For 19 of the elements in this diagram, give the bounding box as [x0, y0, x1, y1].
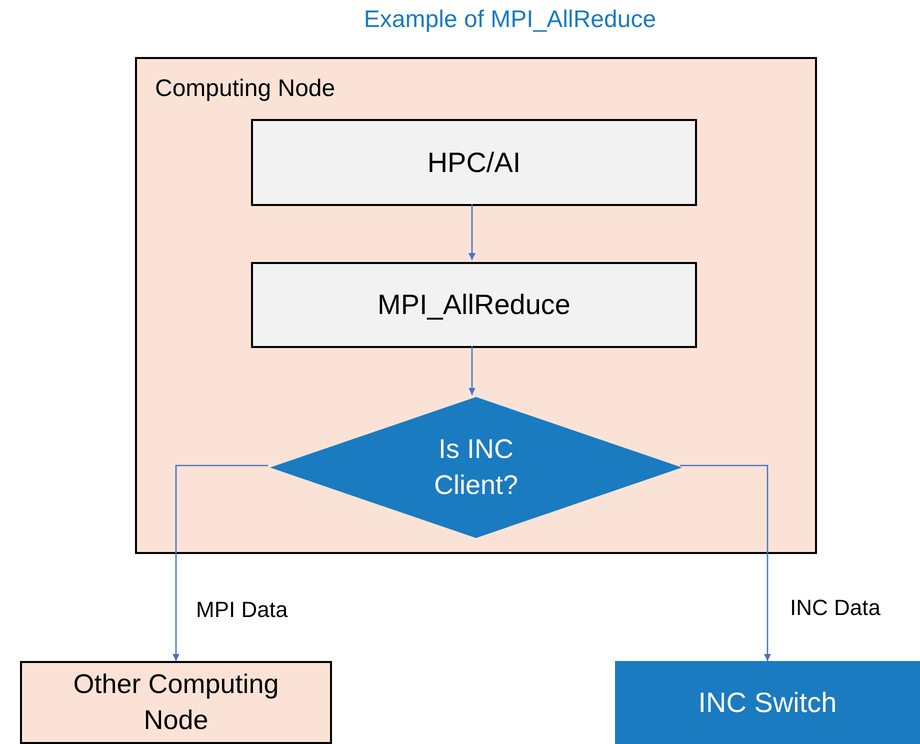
edge-label: INC Data — [790, 595, 880, 621]
decision-label: Is INC Client? — [432, 433, 520, 502]
group-label: Computing Node — [155, 75, 336, 103]
edge-label: MPI Data — [196, 597, 288, 623]
process-box — [615, 661, 920, 744]
box-label: INC Switch — [698, 686, 837, 718]
arrow — [172, 464, 268, 661]
process-box — [251, 119, 697, 206]
box-label: MPI_AllReduce — [378, 289, 570, 321]
process-box — [251, 262, 697, 348]
diagram-title: Example of MPI_AllReduce — [362, 6, 658, 34]
group-box — [135, 57, 817, 554]
process-box — [20, 661, 332, 744]
box-label: Other Computing Node — [72, 668, 280, 736]
arrow — [680, 464, 771, 661]
decision-diamond — [270, 397, 682, 538]
box-label: HPC/AI — [427, 146, 521, 178]
arrow — [468, 204, 476, 260]
arrow — [468, 346, 476, 395]
